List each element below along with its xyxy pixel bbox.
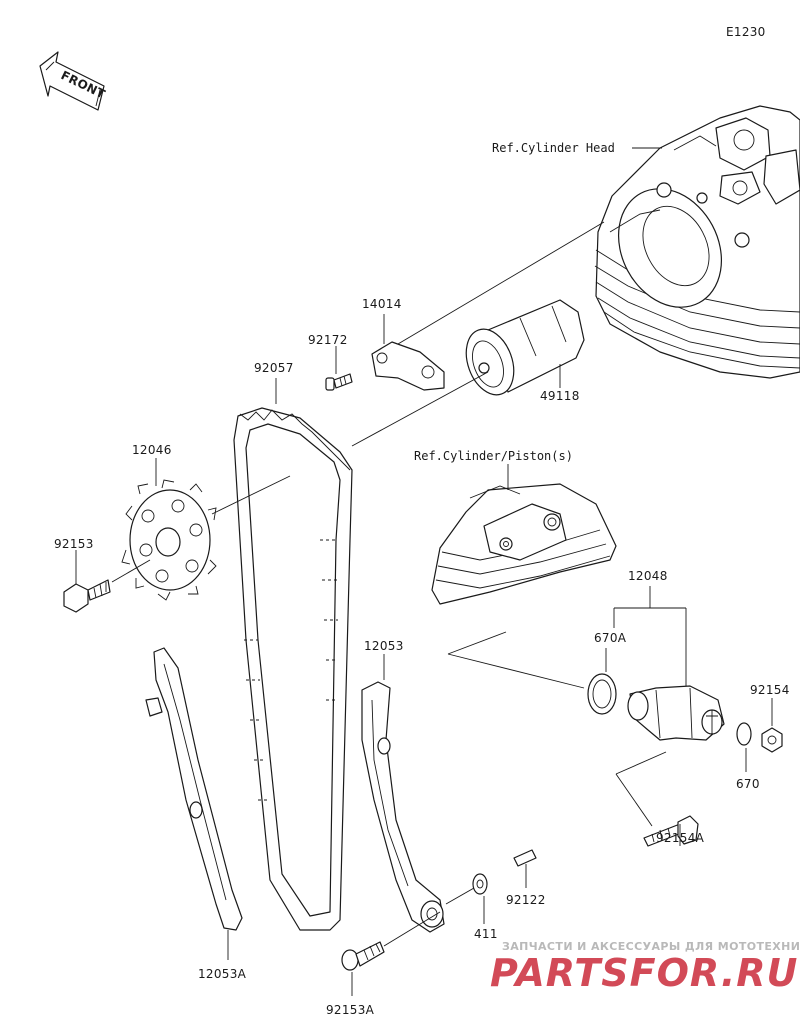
ref-cylinder-piston: Ref.Cylinder/Piston(s) <box>414 449 573 463</box>
cylinder-head-ref <box>594 105 800 379</box>
label-670: 670 <box>736 777 760 791</box>
bolt-92153 <box>63 579 111 613</box>
chain-guide-front <box>361 681 445 933</box>
cam-chain <box>233 407 353 931</box>
label-12048: 12048 <box>628 569 668 583</box>
chain-tensioner <box>627 685 725 741</box>
label-92153A: 92153A <box>326 1003 375 1017</box>
cam-sprocket <box>121 479 217 601</box>
diagram-code: E1230 <box>726 25 766 39</box>
label-92122: 92122 <box>506 893 546 907</box>
label-49118: 49118 <box>540 389 580 403</box>
bolt-92154 <box>761 727 783 753</box>
washer-411 <box>472 873 488 895</box>
front-arrow-icon: FRONT <box>39 51 108 111</box>
label-92057: 92057 <box>254 361 294 375</box>
label-92154A: 92154A <box>656 831 705 845</box>
camshaft-plate <box>371 341 445 391</box>
screw-92172 <box>325 373 353 391</box>
pin-92122 <box>513 849 537 867</box>
o-ring-670A <box>587 673 617 715</box>
label-92154: 92154 <box>750 683 790 697</box>
label-670A: 670A <box>594 631 627 645</box>
cylinder-ref <box>431 483 617 605</box>
label-12053A: 12053A <box>198 967 247 981</box>
camshaft <box>465 299 585 396</box>
label-411: 411 <box>474 927 498 941</box>
ref-cylinder-head: Ref.Cylinder Head <box>492 141 615 155</box>
label-92172: 92172 <box>308 333 348 347</box>
chain-guide-rear <box>145 647 243 931</box>
bolt-92154A <box>643 815 699 847</box>
label-14014: 14014 <box>362 297 402 311</box>
label-92153: 92153 <box>54 537 94 551</box>
watermark-tagline: ЗАПЧАСТИ И АКСЕССУАРЫ ДЛЯ МОТОТЕХНИКИ <box>502 940 800 953</box>
label-12046: 12046 <box>132 443 172 457</box>
watermark-brand: PARTSFOR.RU <box>490 951 798 995</box>
o-ring-670 <box>736 722 752 746</box>
bolt-92153A <box>341 941 385 971</box>
label-12053: 12053 <box>364 639 404 653</box>
